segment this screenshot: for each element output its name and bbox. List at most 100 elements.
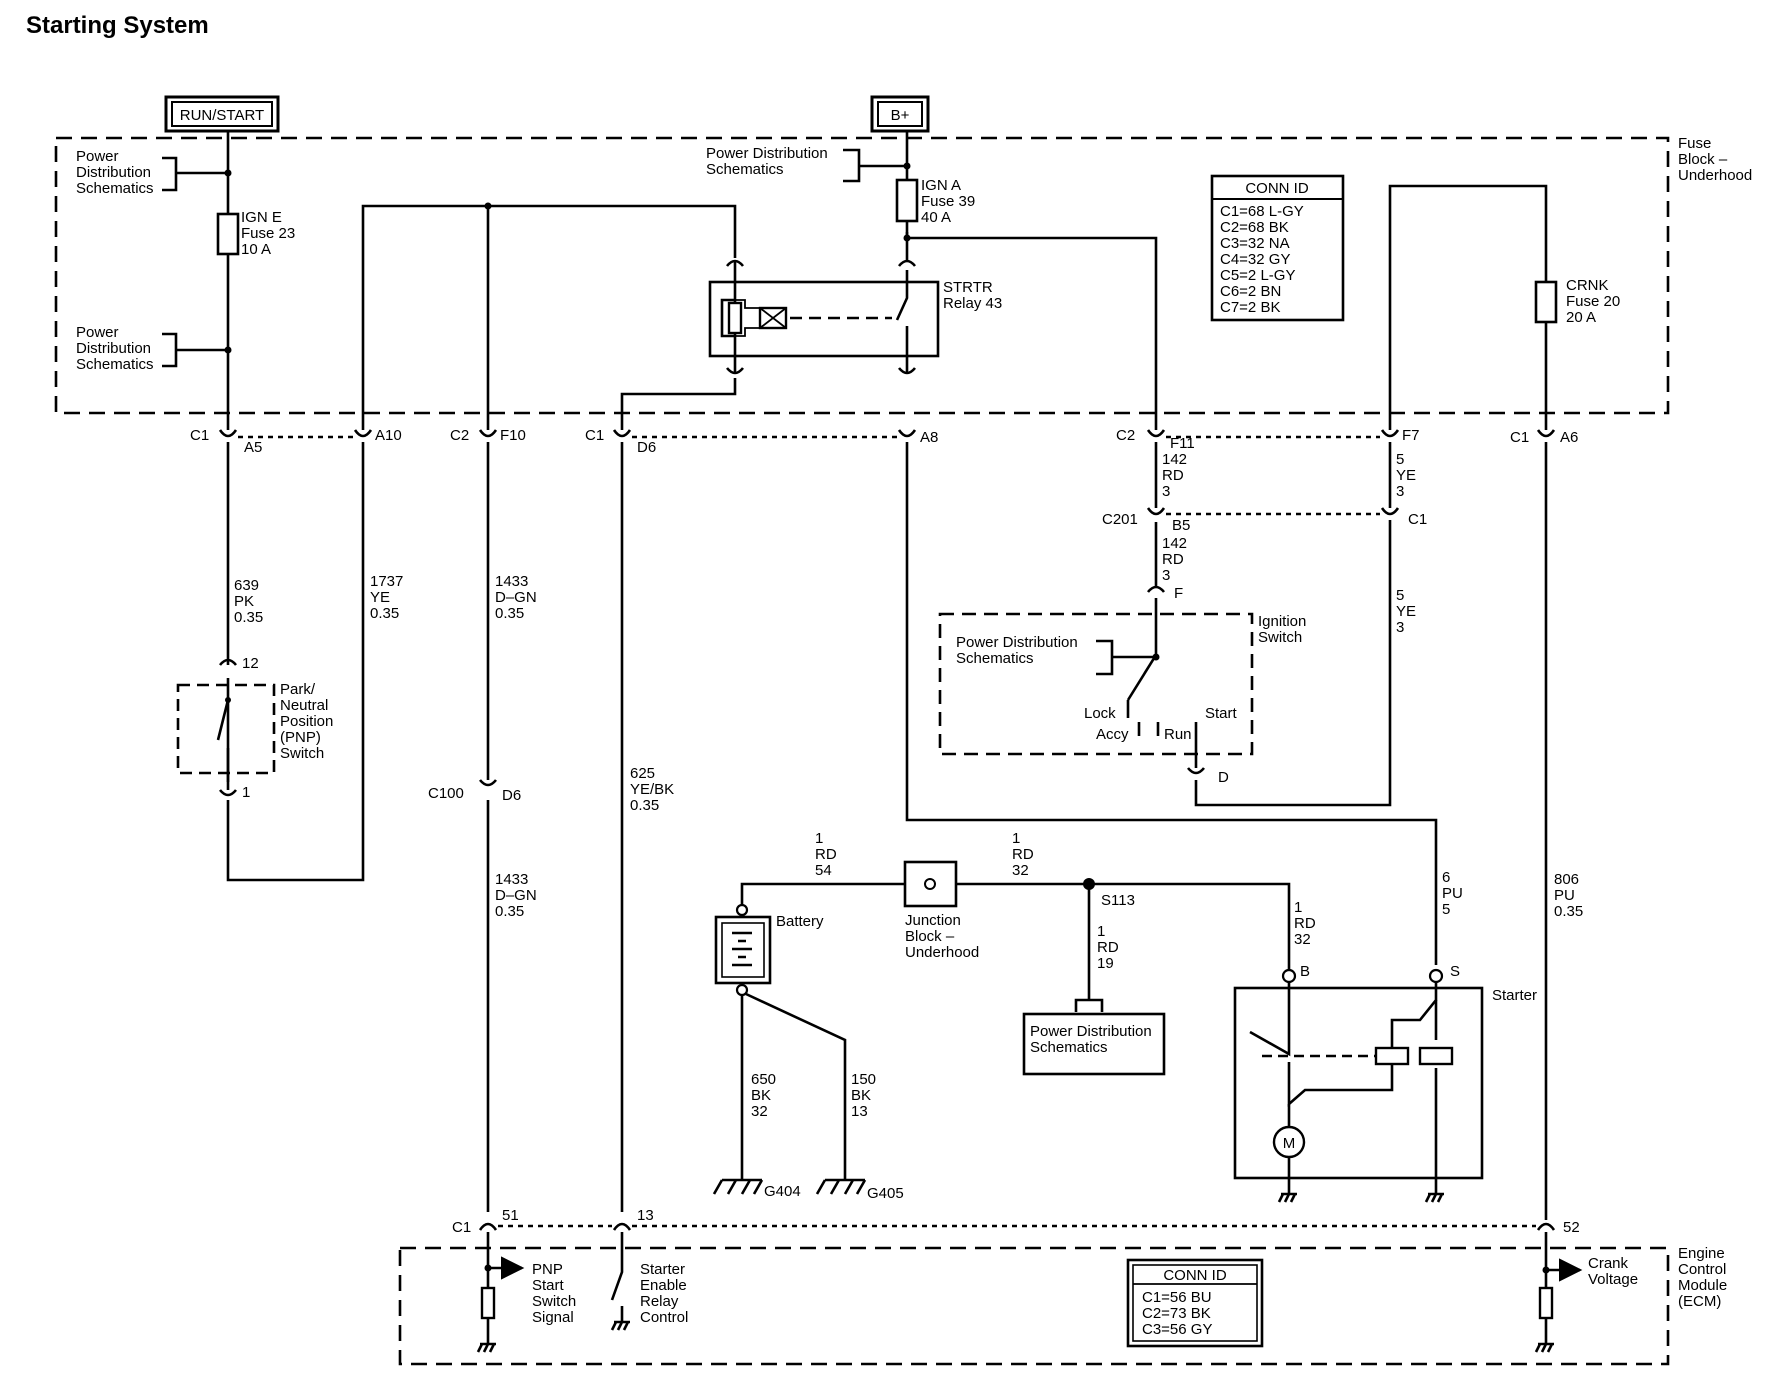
- svg-text:Battery: Battery: [776, 913, 824, 930]
- strtr-relay-box: [708, 280, 940, 358]
- b5-label: B5: [1172, 517, 1190, 534]
- svg-text:Starter: Starter: [1492, 987, 1537, 1004]
- c100-connector: C100 D6: [428, 779, 521, 804]
- wire-1-rd-32-top: 1 RD 32: [1012, 830, 1038, 879]
- svg-text:CONN ID: CONN ID: [1163, 1267, 1227, 1284]
- wire-625: 625 YE/BK 0.35: [630, 765, 678, 814]
- svg-text:A10: A10: [375, 427, 402, 444]
- svg-text:C1: C1: [452, 1219, 471, 1236]
- ecm-conn-id: CONN ID C1=56 BU C2=73 BK C3=56 GY: [1126, 1258, 1264, 1348]
- fuse-block-label: Fuse Block – Underhood: [1678, 135, 1752, 184]
- svg-text:C1: C1: [190, 427, 209, 444]
- pin-f-label: F: [1174, 585, 1183, 602]
- pds-ref-mid-left: Power Distribution Schematics: [76, 324, 155, 373]
- wire-5-upper: 5 YE 3: [1396, 451, 1420, 500]
- svg-text:C2: C2: [450, 427, 469, 444]
- svg-text:C1: C1: [585, 427, 604, 444]
- splice-s113: S113: [1101, 892, 1135, 909]
- crnk-fuse-label: CRNK Fuse 20 20 A: [1566, 277, 1624, 326]
- svg-text:D6: D6: [637, 439, 656, 456]
- svg-text:C100: C100: [428, 785, 464, 802]
- fuse-block-connectors: C1 A5 A10 C2 F10 C1 D6 A8 C2 F11 F7 C1 A…: [190, 427, 1578, 456]
- motor-label: M: [1283, 1135, 1296, 1152]
- ign-a-fuse-symbol: [895, 178, 919, 223]
- svg-text:Junction Block – U: Junction Block – Underhood: [905, 912, 979, 961]
- svg-text:C1=56 BU C2=73 BK: C1=56 BU C2=73 BK C3=56 GY: [1142, 1289, 1216, 1338]
- ecm-crank-voltage: Crank Voltage: [1534, 1232, 1638, 1353]
- c1-d-label: C1: [1408, 511, 1427, 528]
- svg-text:Accy: Accy: [1096, 726, 1129, 743]
- pds-ref-top-left: Power Distribution Schematics: [76, 148, 155, 197]
- svg-text:Lock: Lock: [1084, 705, 1116, 722]
- pnp-switch: 12 1 Park/ Neutral Position (PNP) Switch: [176, 655, 338, 801]
- svg-text:F11: F11: [1170, 435, 1195, 452]
- svg-text:Crank Voltage: Crank Voltage: [1588, 1255, 1638, 1288]
- svg-text:Starter Enable Rel: Starter Enable Relay Control: [640, 1261, 691, 1326]
- svg-text:S: S: [1450, 963, 1460, 980]
- wire-639: 639 PK 0.35: [234, 577, 263, 626]
- pds-ref-top-right: Power Distribution Schematics: [706, 145, 832, 178]
- run-start-label: RUN/START: [180, 107, 264, 124]
- ign-e-fuse-symbol: [216, 212, 240, 256]
- run-start-source: RUN/START: [164, 95, 280, 133]
- svg-text:A8: A8: [920, 429, 938, 446]
- wire-650: 650 BK 32: [751, 1071, 780, 1120]
- svg-text:Start: Start: [1205, 705, 1238, 722]
- svg-text:B: B: [1300, 963, 1310, 980]
- svg-text:Power Distribution Schem: Power Distribution Schematics: [1030, 1023, 1156, 1056]
- fuse-block-border: [54, 136, 1670, 415]
- wire-1433-upper: 1433 D–GN 0.35: [495, 573, 541, 622]
- wire-142-lower: 142 RD 3: [1162, 535, 1191, 584]
- wire-1-rd-54: 1 RD 54: [815, 830, 841, 879]
- svg-text:F10: F10: [500, 427, 526, 444]
- wire-1737: 1737 YE 0.35: [370, 573, 408, 622]
- svg-text:A5: A5: [244, 439, 262, 456]
- c201-label: C201: [1102, 511, 1138, 528]
- ecm-border: [398, 1246, 1670, 1366]
- svg-text:C1=68 L-GY C2=68 BK: C1=68 L-GY C2=68 BK C3=32 NA C4=32 GY C5…: [1220, 203, 1308, 316]
- wire-150: 150 BK 13: [851, 1071, 880, 1120]
- ign-a-fuse-label: IGN A Fuse 39 40 A: [921, 177, 979, 226]
- pds-box: Power Distribution Schematics: [1022, 1012, 1166, 1076]
- svg-text:A6: A6: [1560, 429, 1578, 446]
- ecm-label: Engine Control Module (ECM): [1678, 1245, 1731, 1310]
- wire-1433-lower: 1433 D–GN 0.35: [495, 871, 541, 920]
- svg-text:Power Distribution Schem: Power Distribution Schematics: [956, 634, 1082, 667]
- wire-5-lower: 5 YE 3: [1396, 587, 1420, 636]
- svg-text:G404: G404: [764, 1183, 801, 1200]
- ground-g405: G405: [815, 1178, 904, 1202]
- wire-1-rd-19: 1 RD 19: [1097, 923, 1123, 972]
- crnk-fuse-symbol: [1534, 280, 1558, 324]
- svg-text:G405: G405: [867, 1185, 904, 1202]
- wire-1-rd-32-starter: 1 RD 32: [1294, 899, 1320, 948]
- page-title: Starting System: [26, 12, 209, 39]
- ecm-connectors: C1 51 13 52: [452, 1207, 1580, 1236]
- svg-text:12: 12: [242, 655, 259, 672]
- svg-text:C2: C2: [1116, 427, 1135, 444]
- svg-text:D6: D6: [502, 787, 521, 804]
- ecm-pnp-signal: PNP Start Switch Signal: [476, 1232, 580, 1353]
- svg-text:52: 52: [1563, 1219, 1580, 1236]
- bplus-label: B+: [891, 107, 910, 124]
- strtr-relay-label: STRTR Relay 43: [943, 279, 1002, 312]
- svg-text:13: 13: [637, 1207, 654, 1224]
- starter: B S Starter M: [1233, 963, 1537, 1203]
- svg-text:CONN ID: CONN ID: [1245, 180, 1309, 197]
- ecm-starter-enable: Starter Enable Relay Control: [610, 1232, 691, 1331]
- svg-text:Run: Run: [1164, 726, 1192, 743]
- wire-142-upper: 142 RD 3: [1162, 451, 1191, 500]
- svg-text:D: D: [1218, 769, 1229, 786]
- svg-text:51: 51: [502, 1207, 519, 1224]
- svg-text:PNP Start Switch: PNP Start Switch Signal: [532, 1261, 580, 1326]
- svg-text:Park/ Neutral Posi: Park/ Neutral Position (PNP) Switch: [280, 681, 338, 762]
- wire-806: 806 PU 0.35: [1554, 871, 1583, 920]
- svg-text:F7: F7: [1402, 427, 1420, 444]
- svg-text:C1: C1: [1510, 429, 1529, 446]
- battery: Battery: [714, 903, 824, 997]
- ground-g404: G404: [712, 1178, 801, 1200]
- svg-text:1: 1: [242, 784, 250, 801]
- ign-e-fuse-label: IGN E Fuse 23 10 A: [241, 209, 299, 258]
- svg-text:Ignition Switch: Ignition Switch: [1258, 613, 1311, 646]
- junction-block: Junction Block – Underhood: [903, 860, 979, 961]
